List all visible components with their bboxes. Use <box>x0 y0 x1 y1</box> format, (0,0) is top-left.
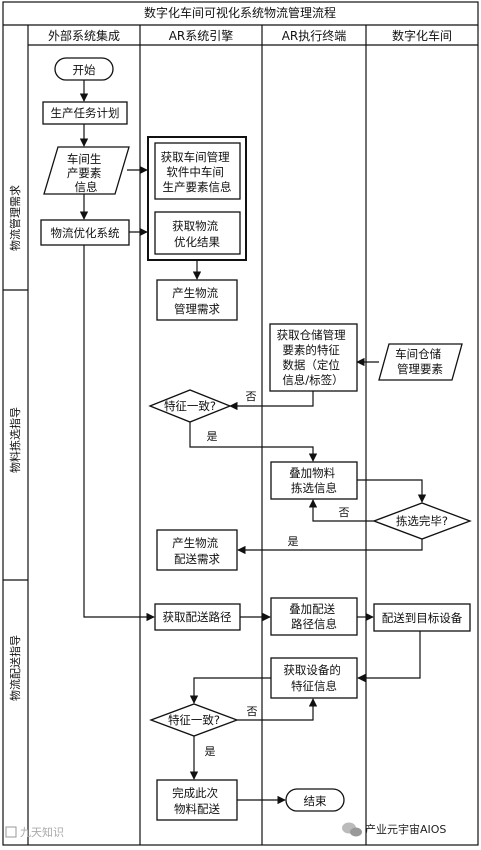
deliver-to-device-label: 配送到目标设备 <box>382 611 463 625</box>
process-generate-delivery-need <box>156 529 238 571</box>
column-header: 外部系统集成 <box>48 28 120 43</box>
edge-label-yes: 是 <box>207 430 218 443</box>
phase-label: 物流配送指导 <box>8 635 22 701</box>
data-workshop-elements <box>43 146 130 195</box>
process-deliver-to-device <box>373 603 471 632</box>
finish-delivery-label: 完成此次 物料配送 <box>172 786 222 816</box>
production-plan-label: 生产任务计划 <box>51 106 120 120</box>
process-generate-logistics-need <box>156 279 238 321</box>
end-terminal <box>285 788 345 812</box>
get-device-features-label: 获取设备的 特征信息 <box>283 663 344 693</box>
end-label: 结束 <box>304 794 327 808</box>
overlay-route-info-label: 叠加配送 路径信息 <box>289 602 339 631</box>
edge-label-no: 否 <box>247 705 258 718</box>
connectors <box>79 80 427 805</box>
watermark-left: 九天知识 <box>5 825 64 839</box>
optimization-system-label: 物流优化系统 <box>51 226 120 240</box>
process-overlay-picking-info <box>270 461 358 500</box>
get-delivery-route-label: 获取配送路径 <box>163 610 232 624</box>
watermark-left-text: 九天知识 <box>20 825 64 839</box>
start-label: 开始 <box>73 63 96 77</box>
process-get-optimization-result <box>154 211 241 255</box>
storage-elements-label: 车间仓储 管理要素 <box>395 347 445 376</box>
process-get-management-info <box>154 142 241 200</box>
edge-label-yes: 是 <box>205 745 216 758</box>
generate-delivery-need-label: 产生物流 配送需求 <box>172 536 222 566</box>
get-management-info-label: 获取车间管理 软件中车间 生产要素信息 <box>161 150 234 194</box>
process-overlay-route-info <box>270 597 358 636</box>
column-header: AR系统引擎 <box>169 28 234 43</box>
watermark-right-text: 产业元宇宙AIOS <box>365 822 446 836</box>
workshop-elements-label: 车间生 产要素 信息 <box>67 152 105 194</box>
generate-logistics-need-label: 产生物流 管理需求 <box>172 286 222 316</box>
edge-label-no: 否 <box>339 506 350 519</box>
edge-label-no: 否 <box>246 390 257 403</box>
process-finish-delivery <box>156 779 238 821</box>
diagram-title: 数字化车间可视化系统物流管理流程 <box>144 5 336 20</box>
decision-picking-done <box>372 502 472 540</box>
wechat-icon <box>342 822 362 837</box>
data-storage-elements <box>378 343 463 381</box>
get-optimization-result-label: 获取物流 优化结果 <box>172 219 222 249</box>
overlay-picking-info-label: 叠加物料 拣选信息 <box>289 466 339 495</box>
picking-done-label: 拣选完毕? <box>396 514 448 528</box>
column-header: AR执行终端 <box>282 28 347 43</box>
column-header: 数字化车间 <box>392 28 452 43</box>
process-production-plan <box>42 101 128 125</box>
feature-match-1-label: 特征一致? <box>164 399 216 413</box>
phase-label: 物流管理需求 <box>8 185 22 251</box>
process-get-delivery-route <box>154 603 241 631</box>
process-get-device-features <box>270 657 358 699</box>
watermark-right: 产业元宇宙AIOS <box>342 822 446 837</box>
phase-label: 物料拣选指导 <box>8 407 22 473</box>
get-storage-features-label: 获取仓储管理 要素的特征 数据（定位 信息/标签） <box>277 328 350 387</box>
edge-label-yes: 是 <box>288 535 299 548</box>
feature-match-2-label: 特征一致? <box>168 713 220 727</box>
process-get-storage-features <box>269 323 358 392</box>
